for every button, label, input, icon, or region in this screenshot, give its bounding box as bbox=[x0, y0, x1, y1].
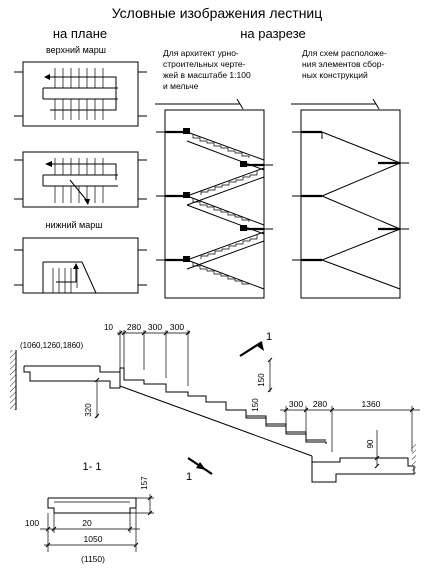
arch-note-line-1: Для архитект урно- bbox=[163, 48, 239, 58]
cross-section-label: 1- 1 bbox=[83, 461, 102, 473]
plan-first-floor bbox=[14, 237, 147, 294]
cut-number-top: 1 bbox=[266, 331, 272, 343]
plan-heading: на плане bbox=[53, 26, 107, 41]
dim-150-lower: 150 bbox=[251, 398, 260, 412]
top-flight-label: верхний марш bbox=[46, 45, 106, 55]
dim-1050: 1050 bbox=[84, 534, 103, 544]
arch-note-line-3: жей в масштабе 1:100 bbox=[163, 70, 251, 80]
arch-note-line-2: строительных черте- bbox=[163, 59, 246, 69]
landing-lengths: (1060,1260,1860) bbox=[20, 341, 84, 350]
dim-top-280: 280 bbox=[127, 322, 141, 332]
section-notes: Для архитект урно- строительных черте- ж… bbox=[163, 48, 387, 91]
dim-bottom-1360: 1360 bbox=[362, 399, 381, 409]
dim-1150: (1150) bbox=[81, 554, 105, 564]
plan-typical-floor bbox=[14, 151, 147, 208]
dim-bottom-300: 300 bbox=[289, 399, 303, 409]
plan-views: верхний марш bbox=[14, 45, 147, 294]
assembly-note-line-2: ния элементов сбор- bbox=[302, 59, 384, 69]
section-heading: на разрезе bbox=[240, 26, 306, 41]
section-assembly bbox=[291, 98, 409, 299]
cut-number-bottom: 1 bbox=[186, 471, 192, 483]
dim-top-10: 10 bbox=[104, 323, 113, 332]
sheet-title: Условные изображения лестниц bbox=[112, 5, 323, 21]
dim-20: 20 bbox=[82, 518, 92, 528]
bottom-flight-label: нижний марш bbox=[46, 220, 103, 230]
dim-320: 320 bbox=[84, 403, 93, 417]
dim-top-300a: 300 bbox=[148, 322, 162, 332]
assembly-note-line-3: ных конструкций bbox=[302, 70, 368, 80]
dim-150-upper: 150 bbox=[257, 373, 266, 387]
plan-top-floor bbox=[14, 61, 147, 127]
dim-157: 157 bbox=[140, 476, 149, 490]
flight-detail: 10 280 300 300 (1060,1260,1860) 150 150 … bbox=[10, 322, 420, 483]
assembly-note-line-1: Для схем расположе- bbox=[302, 48, 387, 58]
cross-section-1-1: 1- 1 157 100 20 1050 (1150) bbox=[25, 461, 154, 564]
section-architectural bbox=[155, 98, 273, 299]
arch-note-line-4: и мельче bbox=[163, 81, 199, 91]
dim-100: 100 bbox=[25, 518, 39, 528]
dim-top-300b: 300 bbox=[170, 322, 184, 332]
dim-90: 90 bbox=[366, 439, 375, 448]
dim-bottom-280: 280 bbox=[313, 399, 327, 409]
